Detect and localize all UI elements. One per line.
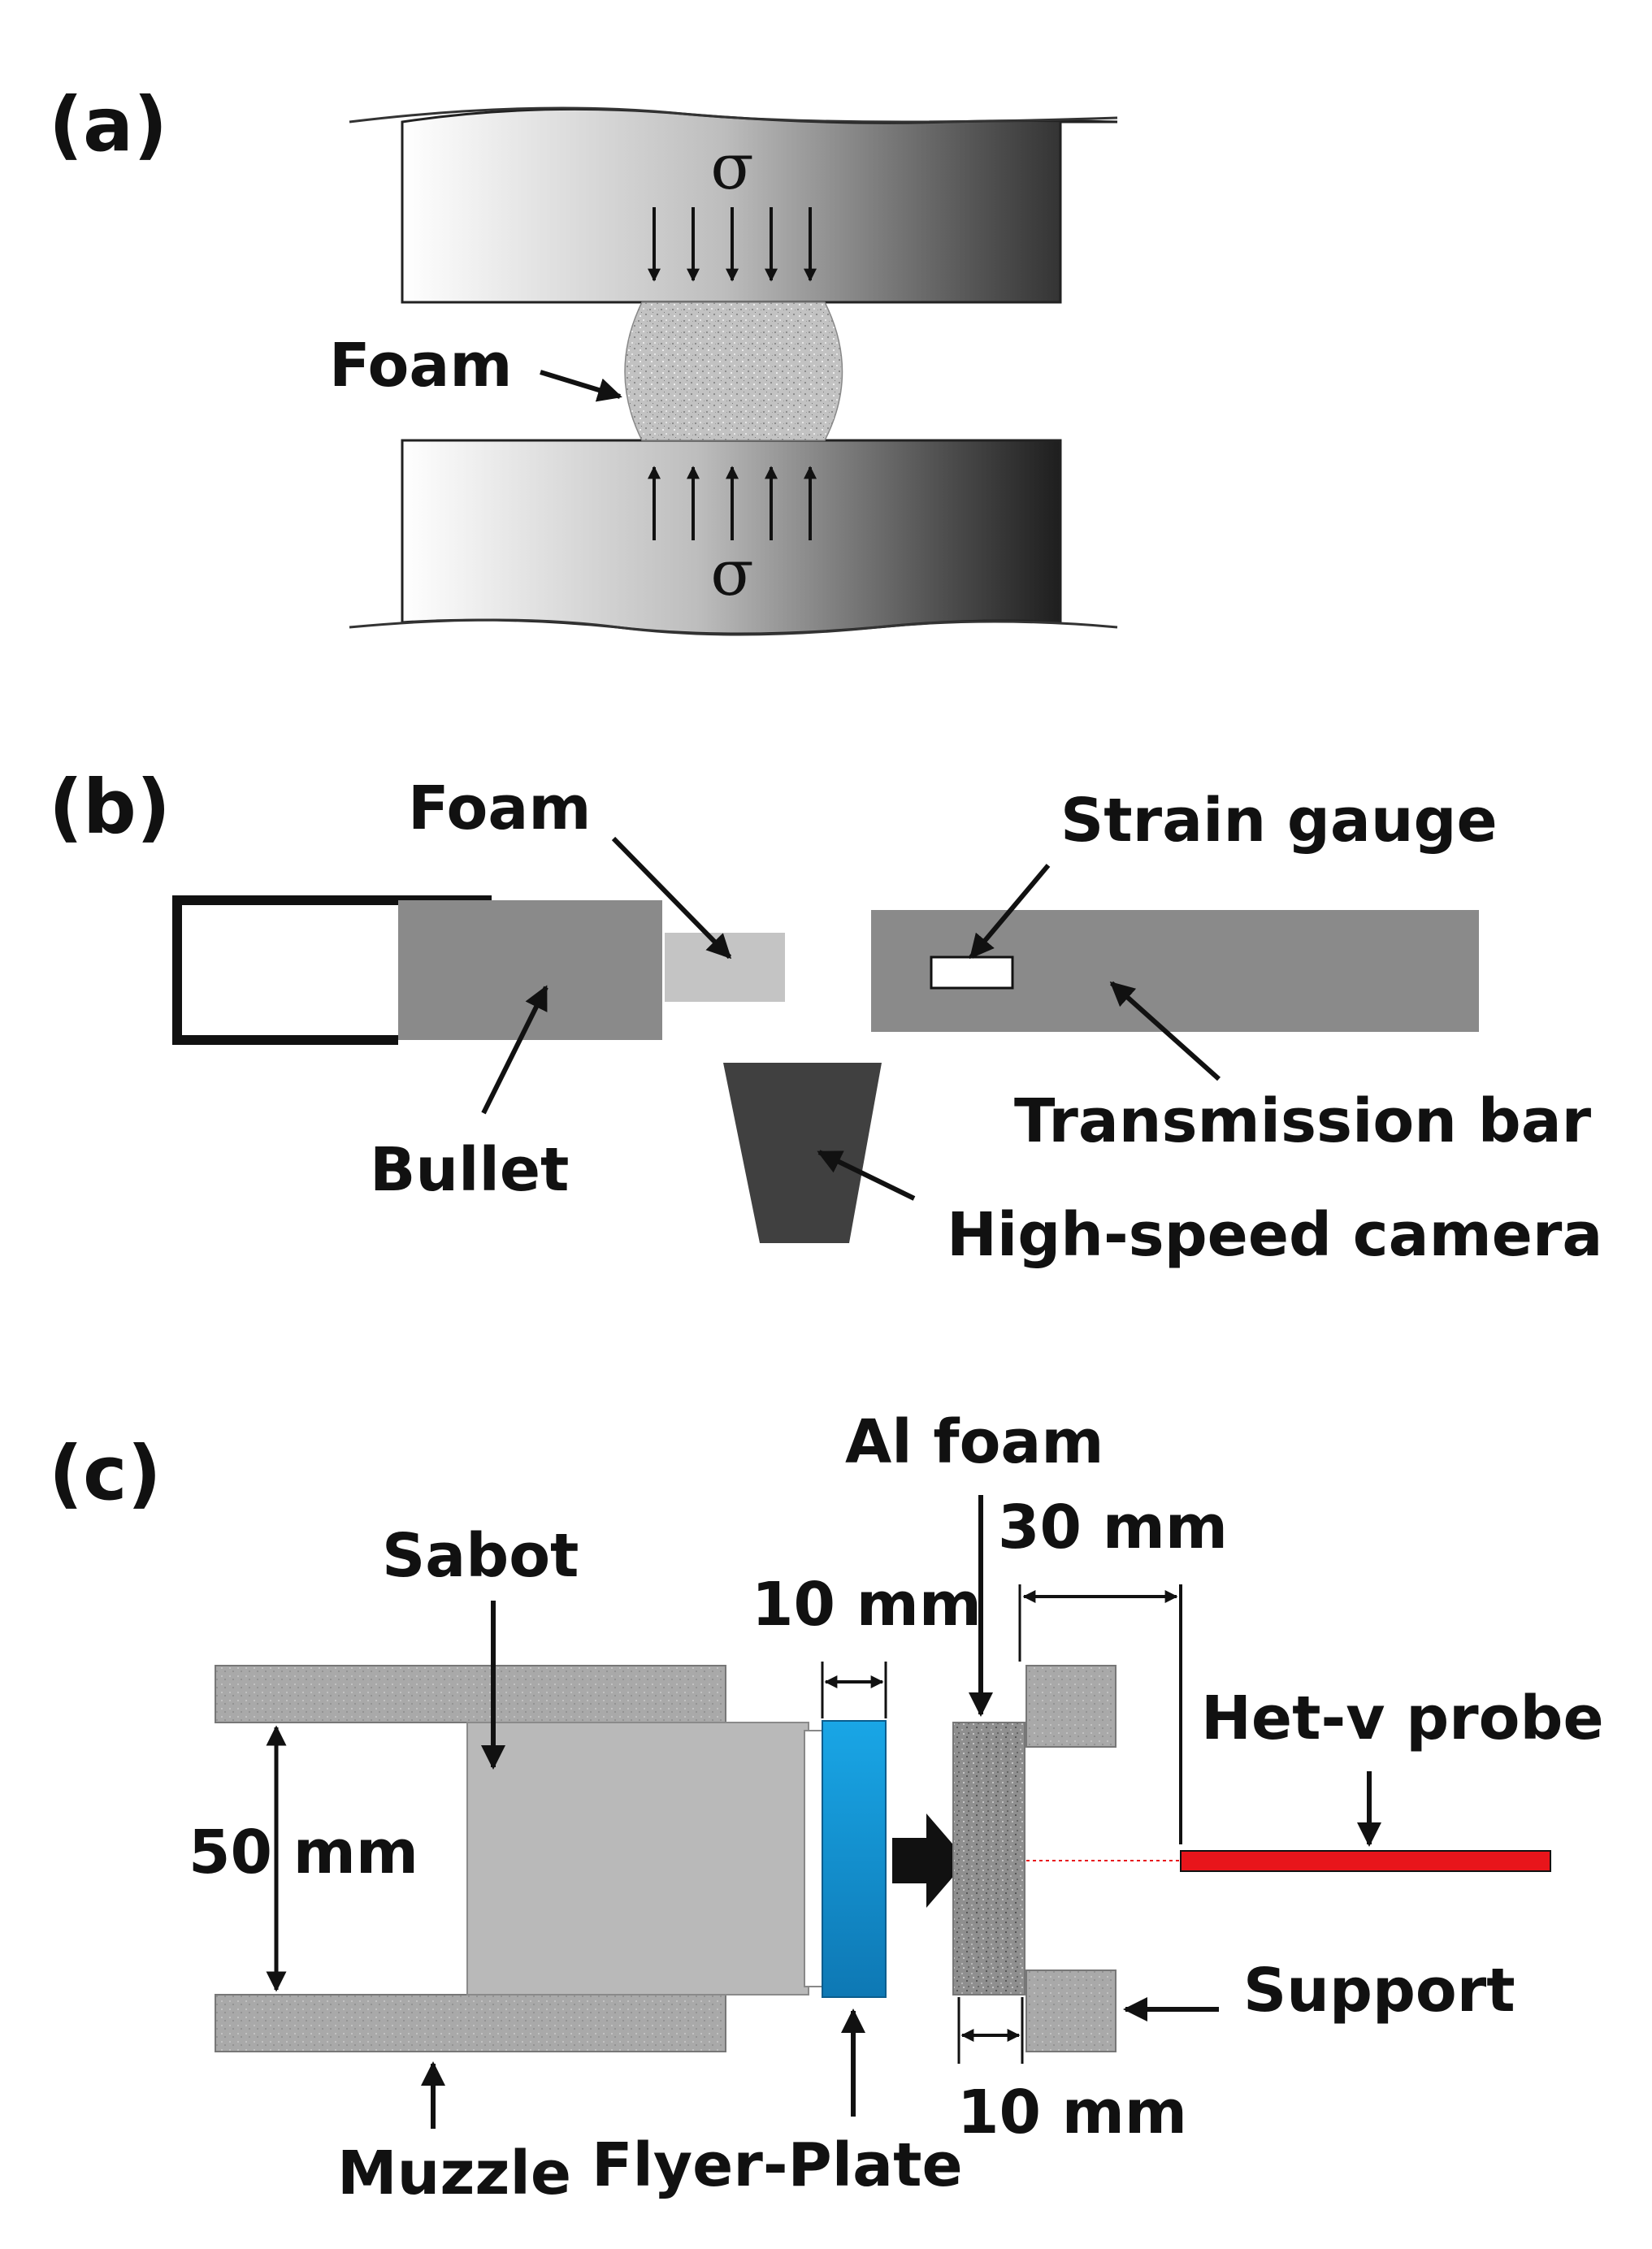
panel-c-label: (c) [49, 1430, 162, 1517]
top-loading-bar [401, 107, 1118, 304]
camera-pointer-arrow [817, 1150, 916, 1201]
impact-direction-arrow [892, 1814, 967, 1908]
stress-symbol-bottom: σ [710, 537, 753, 610]
dim-30mm-label: 30 mm [998, 1493, 1228, 1562]
sabot [466, 1722, 809, 1996]
dim-10mm-foam-label: 10 mm [957, 2078, 1187, 2147]
hetv-probe-label: Het-v probe [1201, 1684, 1604, 1753]
bullet-label: Bullet [370, 1135, 569, 1205]
flyer-plate [822, 1720, 887, 1998]
dim-50mm-label: 50 mm [189, 1818, 418, 1887]
compression-arrows-top [648, 207, 817, 282]
high-speed-camera-label: High-speed camera [947, 1200, 1602, 1270]
foam-label-a: Foam [329, 331, 512, 401]
strain-gauge-label: Strain gauge [1060, 786, 1498, 856]
foam-pointer-arrow-a [540, 370, 622, 402]
foam-label-b: Foam [408, 774, 591, 843]
flyer-plate-label: Flyer-Plate [592, 2130, 963, 2200]
top-bar-wavy-edge [349, 106, 1118, 124]
stress-symbol-top: σ [710, 131, 753, 204]
dim-10mm-flyer-label: 10 mm [752, 1570, 982, 1640]
al-foam-specimen [952, 1722, 1025, 1996]
muzzle-label: Muzzle [337, 2138, 571, 2208]
high-speed-camera [723, 1063, 882, 1243]
strain-gauge-pointer-arrow [969, 864, 1051, 960]
muzzle-bottom [215, 1994, 726, 2052]
transmission-bar-label: Transmission bar [1014, 1086, 1592, 1156]
launcher-barrel [172, 895, 492, 1045]
panel-a: (a) σ σ Foam [49, 81, 1118, 636]
bullet-pointer-arrow [481, 985, 548, 1115]
panel-a-label: (a) [49, 81, 167, 168]
support-top [1025, 1665, 1117, 1748]
panel-c: (c) Al foam 30 mm Sabot 10 m [49, 1407, 1604, 2208]
al-foam-label: Al foam [845, 1407, 1104, 1477]
compression-arrows-bottom [648, 466, 817, 540]
foam-pointer-arrow-b [611, 836, 732, 960]
panel-b-label: (b) [49, 764, 171, 851]
support-label: Support [1243, 1956, 1515, 2026]
transmission-bar-pointer-arrow [1109, 981, 1221, 1081]
panel-b: (b) Foam Strain gauge Bullet Transmissio… [49, 764, 1602, 1270]
muzzle-top [215, 1665, 726, 1723]
strain-gauge [930, 956, 1014, 990]
sabot-label: Sabot [382, 1521, 579, 1591]
hetv-probe [1180, 1850, 1551, 1872]
foam-sample [624, 301, 843, 441]
foam-specimen-b [665, 933, 785, 1002]
sabot-spacer [804, 1730, 823, 1987]
support-bottom [1025, 1970, 1117, 2052]
bottom-bar-wavy-edge [349, 618, 1118, 636]
